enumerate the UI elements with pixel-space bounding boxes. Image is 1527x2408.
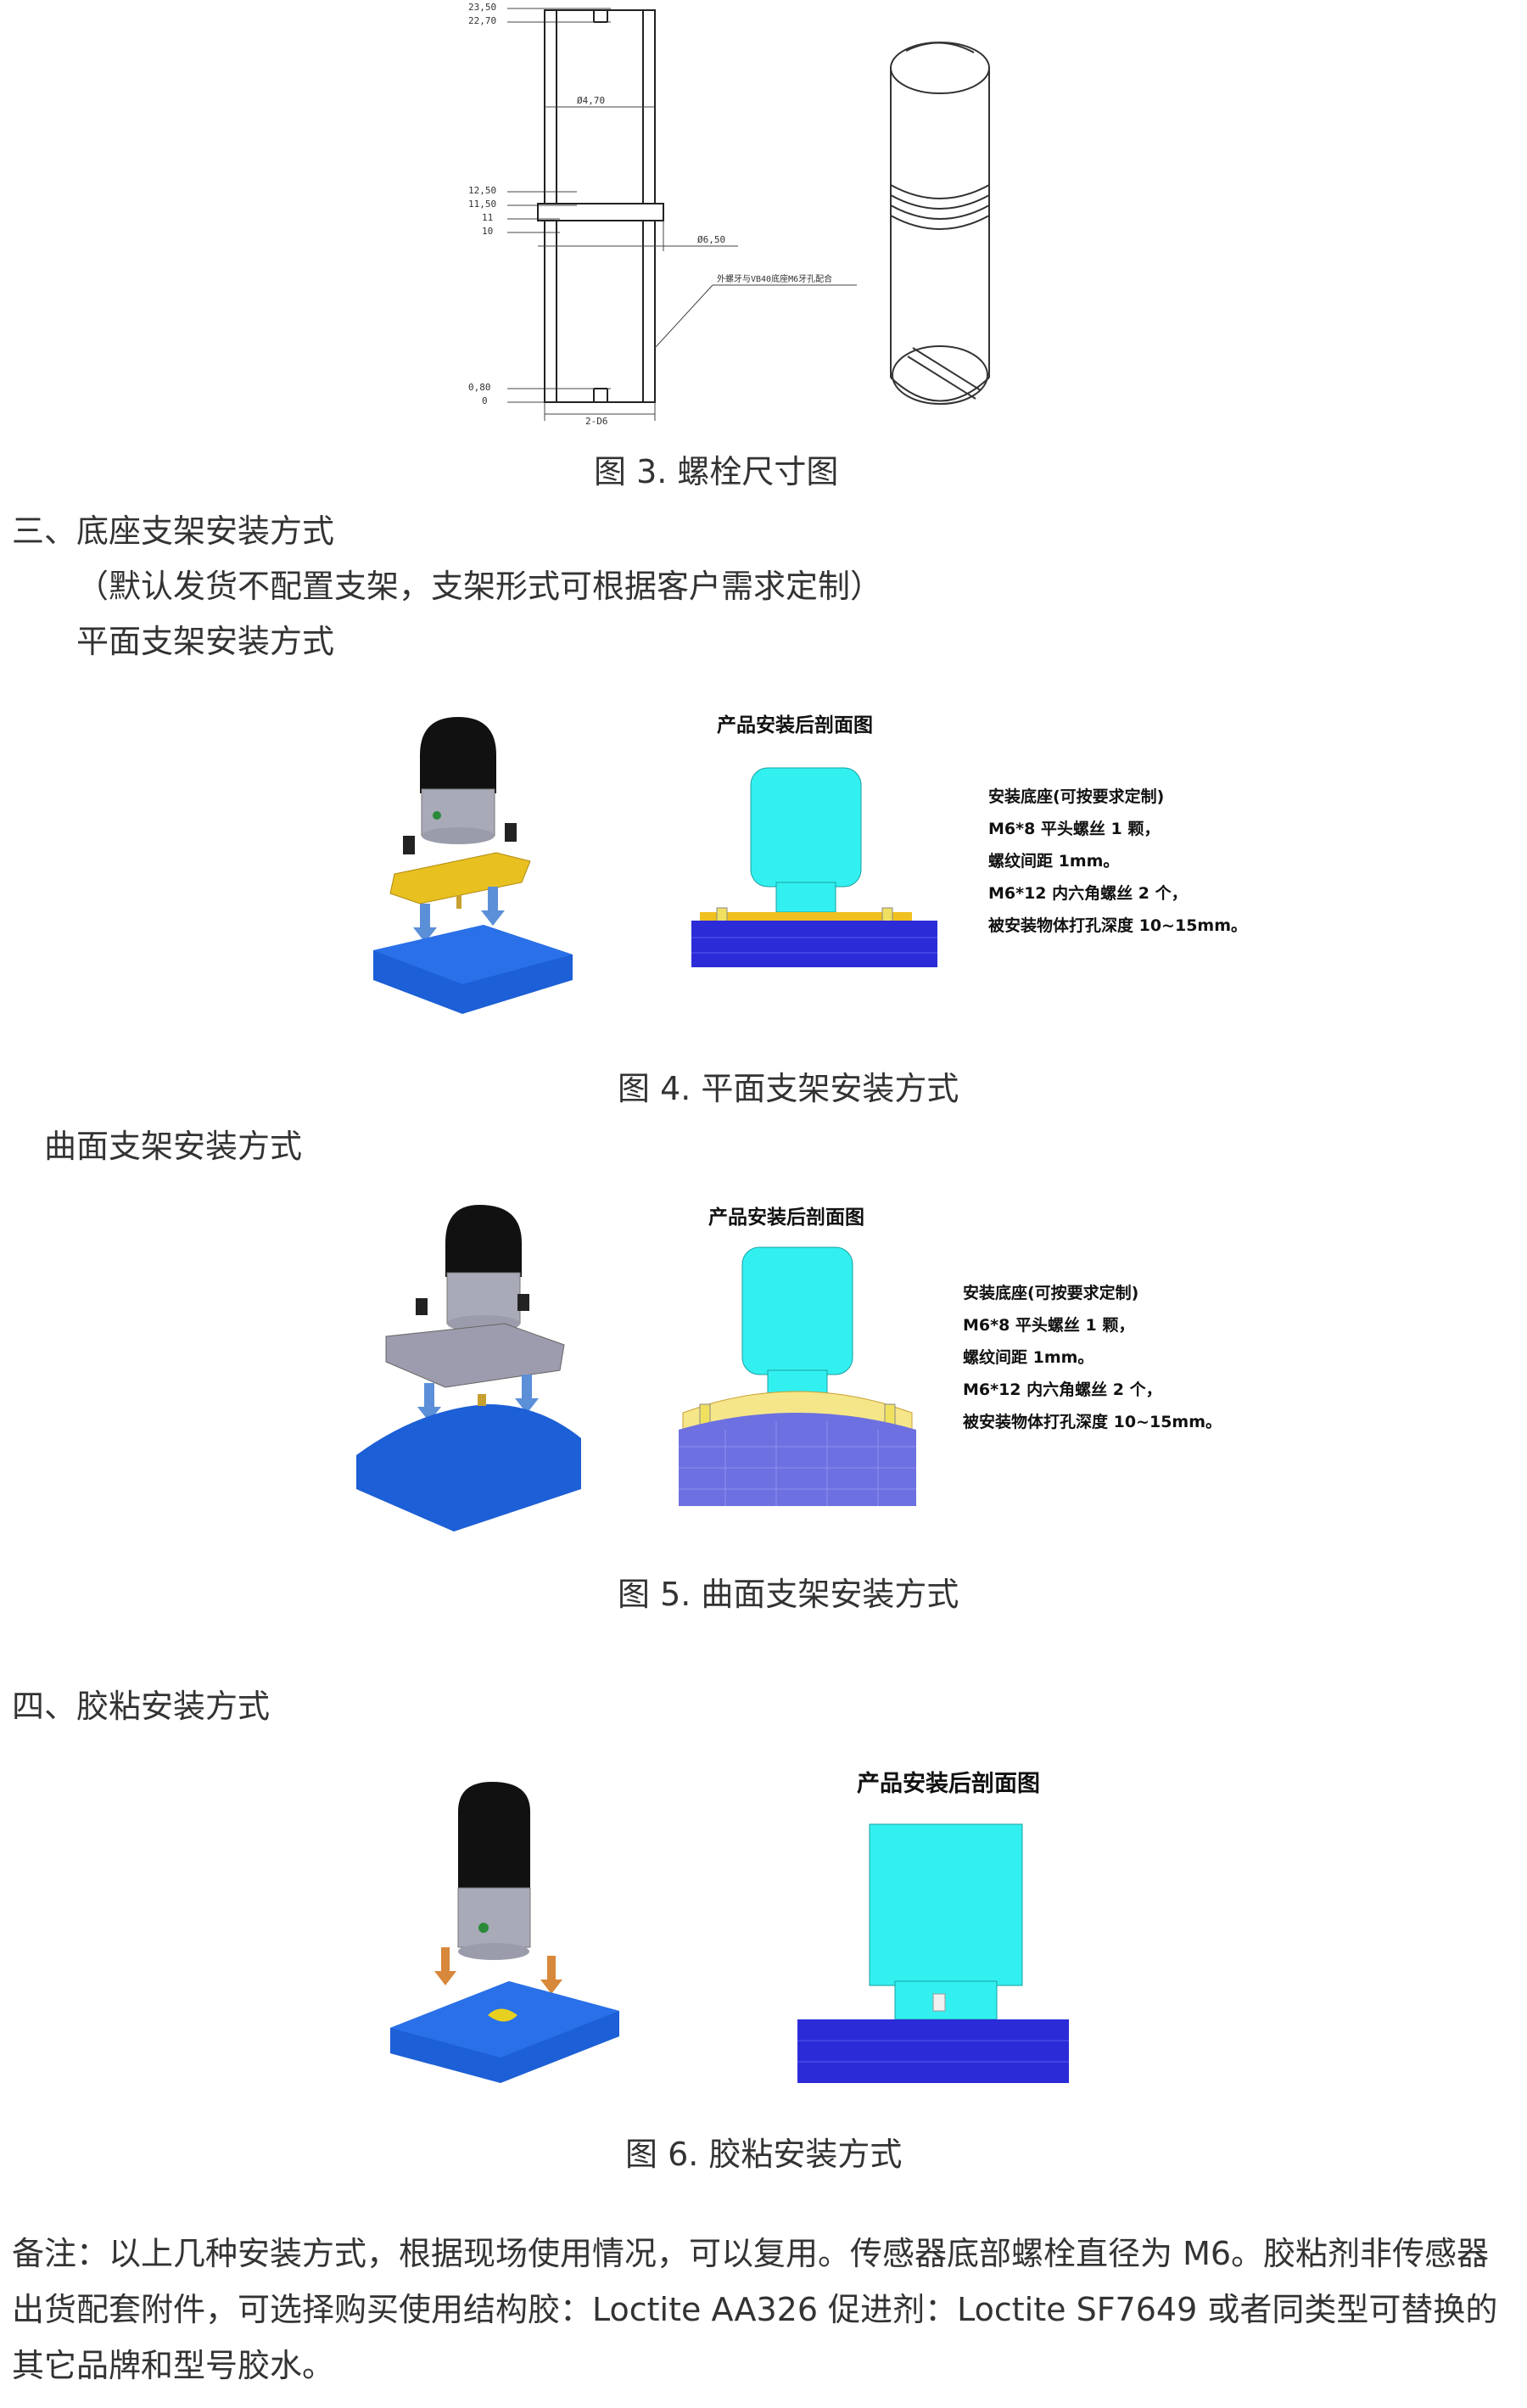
flat-bracket-exploded-view xyxy=(373,717,573,1014)
figure-5-curved-bracket: 产品安装后剖面图 安装底座(可按要求定制) M6*8 平头螺丝 1 颗， 螺纹间… xyxy=(352,1201,1268,1540)
bolt-3d-view xyxy=(890,42,990,405)
note-line: 安装底座(可按要求定制) xyxy=(988,787,1165,806)
note-line: 安装底座(可按要求定制) xyxy=(963,1284,1139,1302)
adhesive-section-view xyxy=(797,1823,1069,2083)
dim-label: 10 xyxy=(482,226,493,237)
curved-bracket-section-view xyxy=(679,1246,916,1506)
note-line: 被安装物体打孔深度 10~15mm。 xyxy=(963,1413,1222,1431)
curved-bracket-heading: 曲面支架安装方式 xyxy=(44,1128,303,1165)
figure-5-caption: 图 5. 曲面支架安装方式 xyxy=(618,1576,959,1613)
figure-6-adhesive: 产品安装后剖面图 xyxy=(382,1748,1145,2096)
note-line: M6*12 内六角螺丝 2 个， xyxy=(988,884,1188,903)
dim-label: 0,80 xyxy=(468,382,491,393)
section-4-heading: 四、胶粘安装方式 xyxy=(12,1688,271,1725)
dim-label: 11 xyxy=(482,212,493,223)
dim-label: 12,50 xyxy=(468,185,496,196)
section-3-subtitle: （默认发货不配置支架，支架形式可根据客户需求定制） xyxy=(76,568,883,605)
figure-4-flat-bracket: 产品安装后剖面图 安装底座(可按要求定制) M6*8 平头螺丝 1 颗， 螺纹间… xyxy=(361,708,1268,1022)
figure-6-section-title: 产品安装后剖面图 xyxy=(857,1771,1040,1797)
figure-6-caption: 图 6. 胶粘安装方式 xyxy=(625,2136,903,2173)
figure-4-section-title: 产品安装后剖面图 xyxy=(717,714,873,736)
thread-note: 外螺牙与VB40底座M6牙孔配合 xyxy=(717,273,832,284)
remark-paragraph: 备注：以上几种安装方式，根据现场使用情况，可以复用。传感器底部螺栓直径为 M6。… xyxy=(12,2235,1498,2384)
flat-bracket-heading: 平面支架安装方式 xyxy=(76,623,335,660)
figure-4-caption: 图 4. 平面支架安装方式 xyxy=(618,1070,959,1107)
note-line: M6*12 内六角螺丝 2 个， xyxy=(963,1380,1162,1399)
note-line: M6*8 平头螺丝 1 颗， xyxy=(988,820,1161,838)
dim-d2-label: Ø6,50 xyxy=(697,234,725,245)
dim-d1-label: Ø4,70 xyxy=(577,95,605,106)
note-line: 螺纹间距 1mm。 xyxy=(963,1348,1094,1367)
flat-bracket-section-view xyxy=(691,767,937,967)
adhesive-exploded-view xyxy=(390,1782,619,2083)
dim-label: 22,70 xyxy=(468,15,496,26)
figure-5-section-title: 产品安装后剖面图 xyxy=(708,1207,864,1229)
note-line: 被安装物体打孔深度 10~15mm。 xyxy=(988,916,1248,935)
dim-label: 11,50 xyxy=(468,199,496,210)
curved-bracket-exploded-view xyxy=(356,1205,581,1532)
section-3-heading: 三、底座支架安装方式 xyxy=(12,512,335,550)
figure-3-caption: 图 3. 螺栓尺寸图 xyxy=(594,453,839,490)
figure-5-notes: 安装底座(可按要求定制) M6*8 平头螺丝 1 颗， 螺纹间距 1mm。 M6… xyxy=(963,1277,1222,1438)
dim-label: 23,50 xyxy=(468,2,496,13)
figure-4-notes: 安装底座(可按要求定制) M6*8 平头螺丝 1 颗， 螺纹间距 1mm。 M6… xyxy=(988,781,1247,942)
bolt-dimension-drawing: 23,50 22,70 12,50 11,50 11 10 0,80 0 xyxy=(468,2,990,427)
note-line: M6*8 平头螺丝 1 颗， xyxy=(963,1316,1135,1335)
dim-slot-label: 2-D6 xyxy=(585,416,608,427)
figure-3-bolt-drawing: 23,50 22,70 12,50 11,50 11 10 0,80 0 xyxy=(458,0,1052,433)
note-line: 螺纹间距 1mm。 xyxy=(988,852,1120,871)
dim-label: 0 xyxy=(482,395,488,406)
